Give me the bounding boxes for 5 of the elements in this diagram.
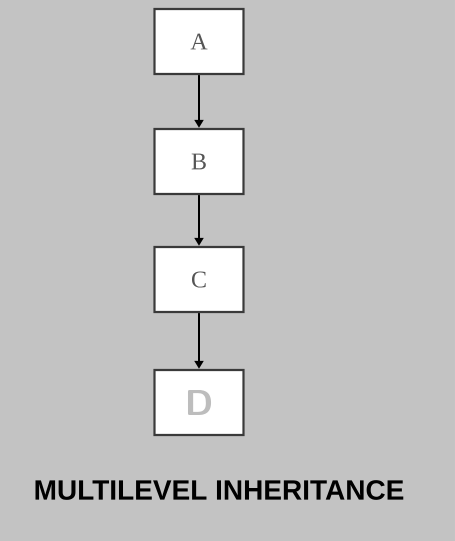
title: MULTILEVEL INHERITANCE <box>36 480 404 500</box>
class-box: C <box>153 246 245 314</box>
class-box: D <box>153 368 245 436</box>
class-box: B <box>153 128 245 196</box>
class-box: A <box>153 8 245 76</box>
